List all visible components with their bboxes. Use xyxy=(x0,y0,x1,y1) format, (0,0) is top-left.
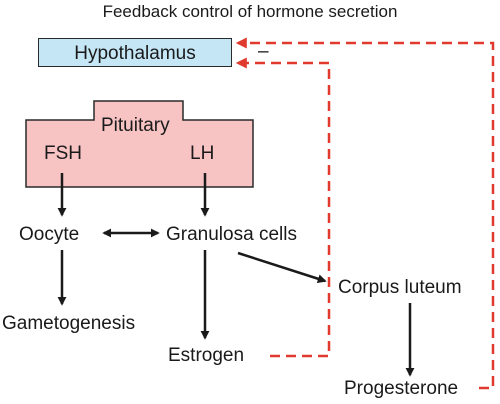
fsh-label: FSH xyxy=(44,143,82,164)
corpus-luteum-label: Corpus luteum xyxy=(338,277,462,298)
pituitary-box xyxy=(25,100,254,188)
pituitary-label: Pituitary xyxy=(101,115,170,136)
feedback-estrogen-to-hypothalamus xyxy=(235,57,331,358)
progesterone-label: Progesterone xyxy=(344,378,459,399)
feedback-progesterone-to-hypothalamus xyxy=(235,37,495,390)
hypothalamus-box xyxy=(38,38,232,67)
lh-label: LH xyxy=(190,143,215,164)
estrogen-label: Estrogen xyxy=(168,345,245,366)
hypothalamus-label: Hypothalamus xyxy=(74,43,196,64)
gametogenesis-label: Gametogenesis xyxy=(2,313,136,334)
inhibition-minus-sign: – xyxy=(258,41,269,62)
granulosa-cells-label: Granulosa cells xyxy=(166,224,297,245)
arrow-granulosa-to-corpus-luteum xyxy=(237,251,327,284)
oocyte-label: Oocyte xyxy=(19,224,80,245)
diagram-title: Feedback control of hormone secretion xyxy=(102,2,398,21)
